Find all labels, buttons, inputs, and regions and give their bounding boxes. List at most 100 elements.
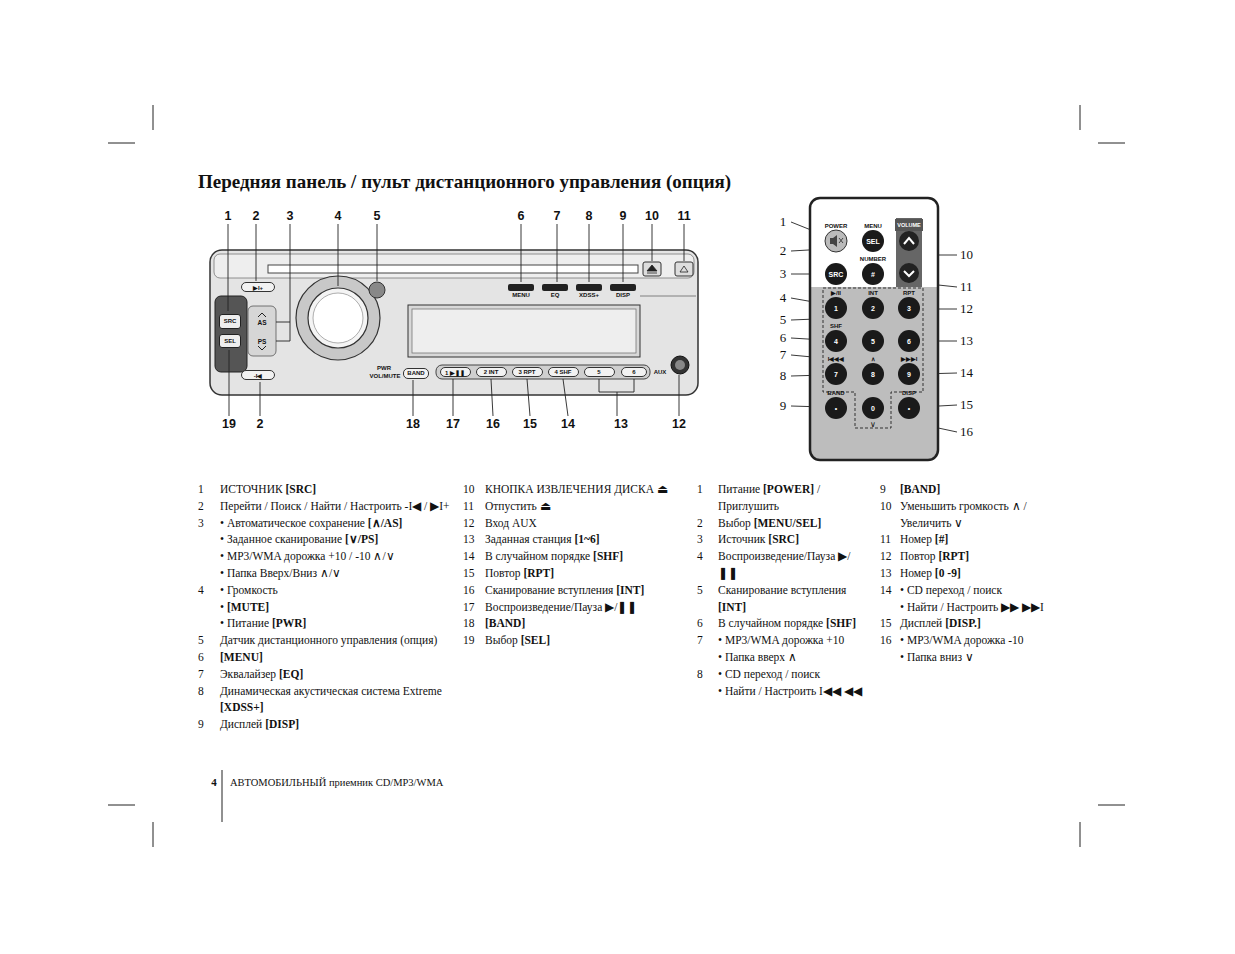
leader-lines-part	[521, 224, 522, 282]
remote-control-part	[810, 198, 938, 460]
crop-marks-part	[1098, 143, 1125, 144]
text-run: • Питание	[220, 617, 272, 629]
button-label: 5	[597, 369, 600, 375]
item-description: Уменьшить громкость ∧ / Увеличить ∨	[900, 498, 1056, 532]
button-label: SEL	[224, 338, 236, 344]
front-panel-part	[640, 296, 696, 297]
front-panel-part	[258, 313, 266, 317]
text-run: [MENU]	[220, 651, 263, 663]
text-run: [PWR]	[272, 617, 307, 629]
callout-number: 11	[677, 209, 690, 223]
item-number: 1	[697, 481, 703, 498]
panel-button: BAND	[403, 368, 429, 379]
front-panel-part	[408, 305, 640, 357]
callout-number: 15	[960, 397, 973, 413]
callout-number: 7	[780, 347, 787, 363]
text-run: [RPT]	[523, 567, 554, 579]
text-run: КНОПКА ИЗВЛЕЧЕНИЯ ДИСКА ⏏	[485, 483, 668, 495]
crop-marks	[108, 105, 1125, 847]
callout-number: 5	[374, 209, 381, 223]
callout-number: 14	[561, 417, 575, 431]
button-caption: XDSS+	[579, 292, 599, 298]
button-caption: DISP	[616, 292, 630, 298]
panel-button: AS	[251, 316, 273, 328]
button-label: 6	[632, 369, 635, 375]
text-run: • Папка Вверх/Вниз ∧/∨	[220, 567, 341, 579]
item-number: 11	[463, 498, 474, 515]
text-run: Дисплей	[220, 718, 265, 730]
leader-lines-part	[563, 379, 568, 416]
remote-button: RPT3	[898, 297, 920, 319]
panel-marking: AUX	[654, 369, 667, 375]
text-run: [EQ]	[279, 668, 303, 680]
button-caption: ▶▶▶I	[901, 355, 918, 362]
item-number: 14	[880, 582, 892, 599]
item-number: 16	[880, 632, 892, 649]
text-run: [SRC]	[286, 483, 317, 495]
item-description: • Найти / Настроить ▶▶ ▶▶I	[900, 599, 1056, 616]
front-panel-part	[258, 346, 266, 350]
text-run: Датчик дистанционного управления (опция)	[220, 634, 437, 646]
leader-lines-part	[256, 224, 257, 281]
button-label: •	[835, 405, 837, 412]
item-description: Датчик дистанционного управления (опция)	[220, 632, 454, 649]
text-run: [XDSS+]	[220, 701, 264, 713]
item-description: • MP3/WMA дорожка -10	[900, 632, 1056, 649]
callout-number: 11	[960, 279, 973, 295]
item-number: 10	[463, 481, 475, 498]
front-panel-part	[675, 360, 685, 370]
item-description: [BAND]	[900, 481, 1056, 498]
item-number: 8	[198, 683, 204, 700]
remote-button: NUMBER#	[862, 263, 884, 285]
front-panel-part	[369, 282, 385, 298]
button-label: 6	[907, 338, 911, 345]
item-description: • Автоматическое сохранение [∧/AS]	[220, 515, 454, 532]
callout-number: 5	[780, 312, 787, 328]
item-number: 3	[198, 515, 204, 532]
callout-number: 10	[645, 209, 659, 223]
leader-lines-part	[679, 375, 680, 416]
crop-marks-part	[153, 105, 154, 130]
text-run: Уменьшить громкость ∧ / Увеличить ∨	[900, 500, 1027, 529]
text-run: Выбор	[718, 517, 754, 529]
item-description: Динамическая акустическая система Extrem…	[220, 683, 454, 717]
remote-control-part	[899, 263, 919, 283]
button-label: 5	[871, 338, 875, 345]
button-label: BAND	[407, 370, 424, 376]
text-run: [#]	[935, 533, 948, 545]
item-description: Повтор [RPT]	[900, 548, 1056, 565]
remote-control-part	[810, 287, 938, 460]
item-number: 19	[463, 632, 475, 649]
text-run: [MENU/SEL]	[754, 517, 822, 529]
leader-lines-part	[413, 380, 414, 416]
callout-number: 4	[780, 290, 787, 306]
remote-control-part	[904, 238, 914, 276]
button-label: SEL	[866, 238, 880, 245]
text-run: [∧/AS]	[368, 517, 403, 529]
callout-number: 13	[614, 417, 628, 431]
text-run: • Заданное сканирование	[220, 533, 345, 545]
item-description: • MP3/WMA дорожка +10	[718, 632, 866, 649]
panel-button: SEL	[219, 334, 241, 348]
leader-lines-part	[377, 224, 378, 281]
item-number: 18	[463, 615, 475, 632]
text-run: Повтор	[485, 567, 523, 579]
text-run: Вход AUX	[485, 517, 537, 529]
front-panel-part	[680, 266, 688, 272]
remote-button: MENUSEL	[862, 230, 884, 252]
callout-number: 2	[780, 243, 787, 259]
crop-marks-part	[153, 822, 154, 847]
text-run: • CD переход / поиск	[900, 584, 1002, 596]
callout-number: 14	[960, 365, 973, 381]
item-number: 4	[697, 548, 703, 565]
page-number: 4	[211, 776, 217, 788]
item-number: 4	[198, 582, 204, 599]
button-label: 1	[834, 305, 838, 312]
leader-lines-part	[229, 350, 230, 416]
panel-button: 4 SHF	[548, 367, 579, 377]
remote-button: ▶/II1	[825, 297, 847, 319]
text-run: [POWER]	[763, 483, 814, 495]
item-number: 15	[880, 615, 892, 632]
crop-marks-part	[222, 770, 223, 822]
